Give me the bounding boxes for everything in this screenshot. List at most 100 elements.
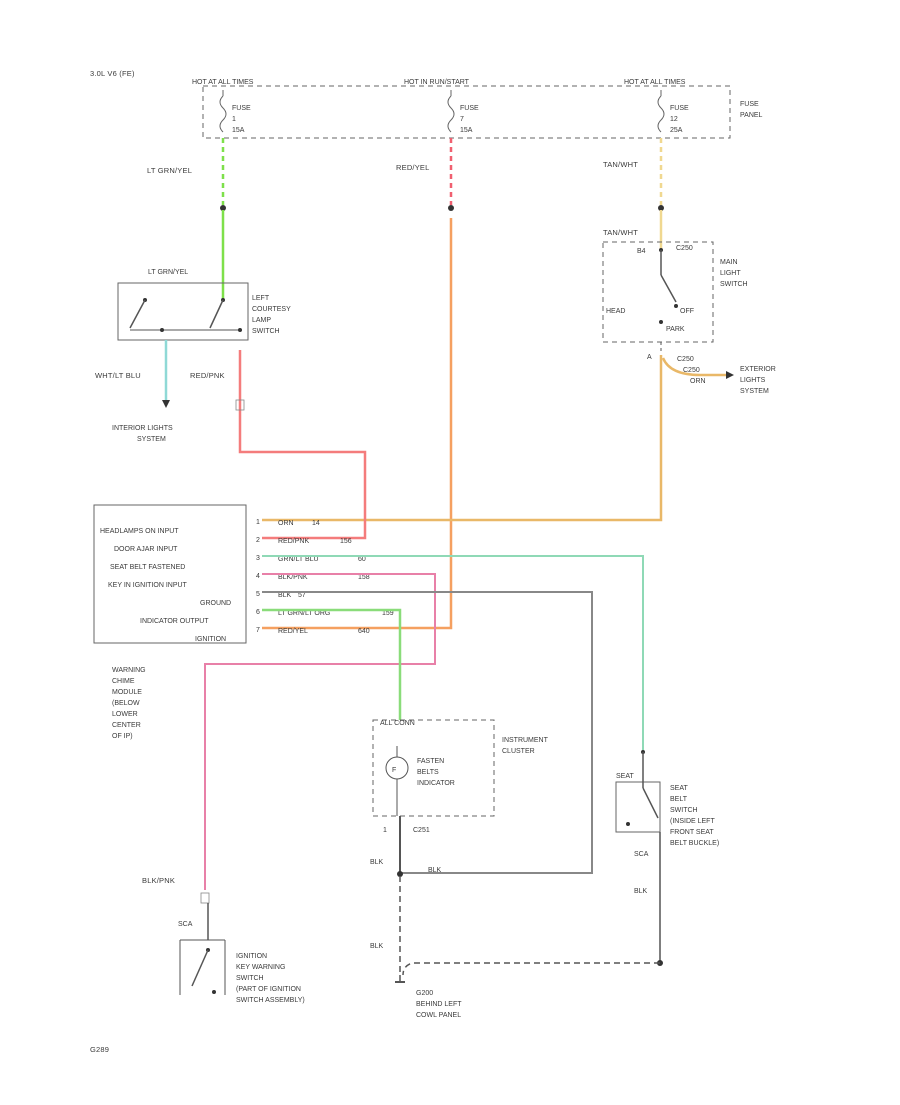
module-label-2: CHIME [112, 678, 135, 685]
wire-blk-pnk [204, 573, 436, 890]
splice-dot [397, 871, 403, 877]
pin-1-wire: ORN [278, 520, 294, 527]
ignition-line-5: SWITCH ASSEMBLY) [236, 997, 305, 1004]
connector-marker [235, 399, 245, 411]
pin-3: 3 [256, 555, 260, 562]
wire-label-tan-wht-mid: TAN/WHT [603, 228, 638, 237]
fuse-panel-label-1: FUSE [740, 101, 759, 108]
indicator-line-3: INDICATOR [417, 780, 455, 787]
module-label-6: CENTER [112, 722, 141, 729]
ground-line-1: BEHIND LEFT [416, 1001, 462, 1008]
fuse-12: FUSE 12 25A [657, 90, 689, 134]
seat-belt-top-label: SEAT [616, 773, 634, 780]
engine-label: 3.0L V6 (FE) [90, 69, 135, 78]
exterior-wire: ORN [690, 378, 706, 385]
headlight-switch-line-2: LIGHT [720, 270, 741, 277]
exterior-lights-line-1: EXTERIOR [740, 366, 776, 373]
courtesy-switch-line-2: COURTESY [252, 306, 291, 313]
module-input-3: SEAT BELT FASTENED [110, 564, 185, 571]
fuse-panel-outline [202, 85, 731, 139]
module-input-4: KEY IN IGNITION INPUT [108, 582, 188, 589]
bus-label-1: HOT AT ALL TIMES [192, 79, 254, 86]
seat-belt-switch: SEAT SEAT BELT SWITCH (INSIDE LEFT FRONT… [615, 750, 719, 858]
interior-lights-line-1: INTERIOR LIGHTS [112, 425, 173, 432]
interior-lights-arrow [162, 400, 170, 408]
pin-4: 4 [256, 573, 260, 580]
ignition-line-3: SWITCH [236, 975, 264, 982]
headlight-switch-contact [660, 274, 677, 303]
wire-blk-ground [262, 591, 593, 874]
ignition-line-2: KEY WARNING [236, 964, 285, 971]
fasten-belts-bulb-icon [385, 756, 409, 780]
fuse-12-symbol [657, 95, 665, 133]
cluster-line-1: INSTRUMENT [502, 737, 549, 744]
pin-7-wire: RED/YEL [278, 628, 308, 635]
headlight-switch-line-3: SWITCH [720, 281, 748, 288]
module-outline [93, 504, 247, 644]
pin-4-wire: BLK/PNK [278, 574, 308, 581]
fuse-12-name: FUSE [670, 105, 689, 112]
blk-label-3: BLK [370, 943, 384, 950]
pin-4-circuit: 158 [358, 574, 370, 581]
fuse-1-symbol [219, 95, 227, 133]
module-input-6: INDICATOR OUTPUT [140, 618, 209, 625]
module-input-1: HEADLAMPS ON INPUT [100, 528, 179, 535]
ignition-key-warning-switch: SCA IGNITION KEY WARNING SWITCH (PART OF… [178, 892, 305, 1004]
module-label-4: (BELOW [112, 700, 140, 707]
seat-belt-switch-outline [615, 781, 661, 833]
courtesy-contact-2 [209, 299, 224, 329]
module-label-5: LOWER [112, 711, 138, 718]
courtesy-switch-line-3: LAMP [252, 317, 271, 324]
headlight-pos-park: PARK [666, 326, 685, 333]
wire-lt-grn-org [262, 608, 402, 720]
module-label-1: WARNING [112, 667, 146, 674]
pin-5-wire: BLK [278, 592, 292, 599]
exterior-connector: C250 [683, 367, 700, 374]
pin-6-circuit: 159 [382, 610, 394, 617]
fuse-7-name: FUSE [460, 105, 479, 112]
pin-7: 7 [256, 627, 260, 634]
wire-label-red-pnk: RED/PNK [190, 371, 225, 380]
pin-6-wire: LT GRN/LT ORG [278, 610, 330, 617]
wire-orn-headlamps-on [262, 355, 663, 522]
pin-2-circuit: 156 [340, 538, 352, 545]
courtesy-switch-outline [117, 282, 249, 341]
fuse-7-symbol [447, 95, 455, 133]
pin-1: 1 [256, 519, 260, 526]
seat-belt-connector: SCA [634, 851, 649, 858]
headlight-pin-bottom: A [647, 354, 652, 361]
wire-red-pnk [238, 350, 367, 540]
headlight-pos-head: HEAD [606, 308, 625, 315]
wire-label-wht-blu: WHT/LT BLU [95, 371, 141, 380]
indicator-line-2: BELTS [417, 769, 439, 776]
instrument-cluster: ALL CONN F FASTEN BELTS INDICATOR INSTRU… [372, 719, 549, 834]
fuse-1: FUSE 1 15A [219, 90, 251, 134]
fuse-7: FUSE 7 15A [447, 90, 479, 134]
module-label-7: OF IP) [112, 733, 133, 740]
cluster-connector: C251 [413, 827, 430, 834]
headlight-pos-off: OFF [680, 308, 694, 315]
main-light-switch: B4 C250 OFF HEAD PARK MAIN LIGHT SWITCH [602, 241, 748, 343]
pin-3-circuit: 60 [358, 556, 366, 563]
wire-label-tan-wht-top: TAN/WHT [603, 160, 638, 169]
warning-chime-module: HEADLAMPS ON INPUT DOOR AJAR INPUT SEAT … [93, 504, 247, 740]
blk-label-1: BLK [370, 859, 384, 866]
pin-7-circuit: 640 [358, 628, 370, 635]
fuse-7-number: 7 [460, 116, 464, 123]
svg-text:F: F [392, 767, 396, 774]
fuse-12-number: 12 [670, 116, 678, 123]
cluster-pin: 1 [383, 827, 387, 834]
blk-label-2: BLK [428, 867, 442, 874]
exterior-lights-line-3: SYSTEM [740, 388, 769, 395]
module-input-5: GROUND [200, 600, 231, 607]
fuse-panel-label-2: PANEL [740, 112, 763, 119]
indicator-line-1: FASTEN [417, 758, 444, 765]
wire-label-blk-pnk: BLK/PNK [142, 876, 175, 885]
seat-belt-line-4: (INSIDE LEFT [670, 818, 715, 825]
seat-belt-line-1: SEAT [670, 785, 688, 792]
wire-ground-return [402, 962, 660, 976]
pin-2: 2 [256, 537, 260, 544]
wire-label-red-yel: RED/YEL [396, 163, 430, 172]
wire-orn-exterior [661, 357, 728, 377]
